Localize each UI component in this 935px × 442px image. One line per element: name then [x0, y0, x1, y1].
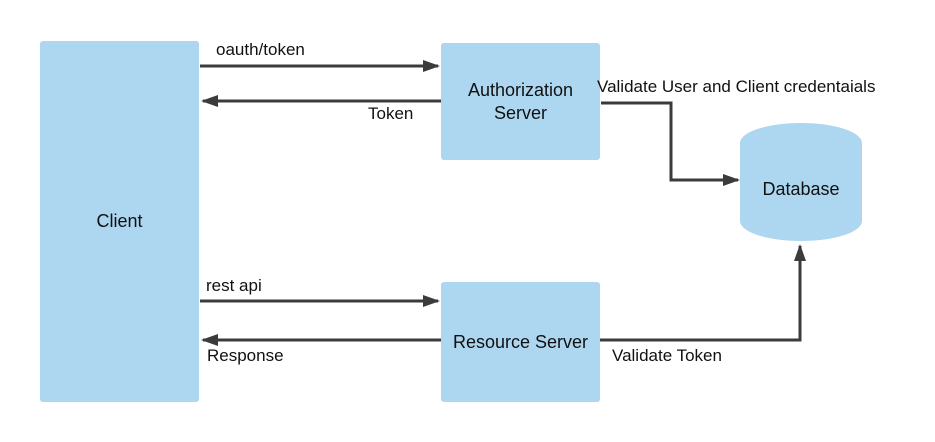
edge-label-oauth-token: oauth/token — [216, 40, 305, 59]
database-cylinder-icon — [740, 123, 862, 241]
edge-label-validate-user: Validate User and Client credentaials — [597, 77, 876, 96]
edge-label-token: Token — [368, 104, 414, 123]
edge-validate-user — [601, 101, 740, 186]
node-resource-server-label: Resource Server — [452, 331, 589, 352]
node-authorization-server: Authorization Server — [441, 43, 600, 160]
node-resource-server: Resource Server — [441, 282, 600, 402]
edge-label-validate-token: Validate Token — [612, 346, 722, 365]
node-database-label: Database — [762, 178, 840, 199]
node-client: Client — [40, 41, 199, 402]
node-client-label: Client — [96, 211, 143, 232]
node-authorization-server-label: Authorization Server — [467, 80, 574, 123]
node-database: Database — [740, 123, 862, 241]
edge-label-response: Response — [207, 346, 284, 365]
edge-validate-token — [600, 244, 806, 342]
edge-label-rest-api: rest api — [206, 276, 262, 295]
